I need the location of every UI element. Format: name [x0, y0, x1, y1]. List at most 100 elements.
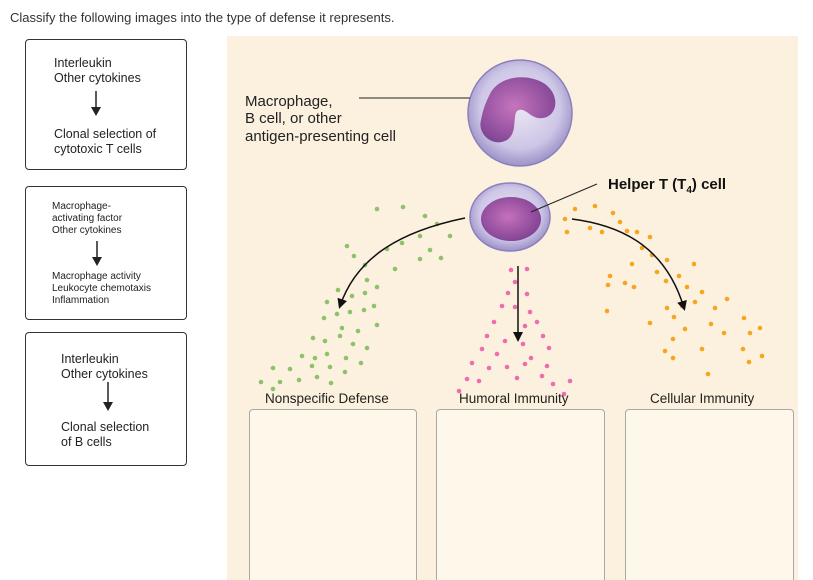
- cytokine-dot: [399, 240, 405, 246]
- cytokine-dot: [663, 278, 669, 284]
- card-line: Macrophage-: [52, 201, 111, 212]
- cytokine-dot: [484, 333, 490, 339]
- cytokine-dot: [417, 256, 423, 262]
- cytokine-dot: [361, 307, 367, 313]
- cytokine-dot: [610, 210, 616, 216]
- cytokine-dot: [692, 299, 698, 305]
- dropzone-cellular-immunity[interactable]: [625, 409, 794, 580]
- cytokine-dot: [567, 378, 573, 384]
- cytokine-dot: [546, 345, 552, 351]
- cytokine-dot: [350, 341, 356, 347]
- cytokine-dot: [508, 267, 514, 273]
- cytokine-dot: [634, 229, 640, 235]
- instruction-text: Classify the following images into the t…: [10, 10, 395, 25]
- dropzone-humoral-immunity[interactable]: [436, 409, 605, 580]
- apc-cell-image: [467, 59, 573, 167]
- cytokine-dot: [684, 284, 690, 290]
- cytokine-dot: [479, 346, 485, 352]
- cytokine-dot: [564, 229, 570, 235]
- diagram-stage: Macrophage, B cell, or other antigen-pre…: [227, 36, 798, 580]
- arrow-down-icon: [91, 91, 101, 116]
- draggable-card-b-cells[interactable]: Interleukin Other cytokines Clonal selec…: [25, 332, 187, 466]
- cytokine-dot: [364, 277, 370, 283]
- cytokine-dot: [654, 269, 660, 275]
- cytokine-dot: [392, 266, 398, 272]
- cytokine-dot: [724, 296, 730, 302]
- cytokine-dot: [514, 375, 520, 381]
- cytokine-dot: [502, 338, 508, 344]
- helper-leader-line: [530, 183, 598, 213]
- cytokine-dot: [527, 309, 533, 315]
- cytokine-dot: [349, 293, 355, 299]
- cytokine-dot: [539, 373, 545, 379]
- cytokine-dot: [296, 377, 302, 383]
- cytokine-dot: [347, 309, 353, 315]
- cytokine-dot: [524, 291, 530, 297]
- dropzone-nonspecific-defense[interactable]: [249, 409, 417, 580]
- cytokine-dot: [321, 315, 327, 321]
- card-line: Inflammation: [52, 295, 110, 307]
- cytokine-dot: [587, 225, 593, 231]
- helper-t-cell-image: [469, 182, 551, 252]
- cytokine-dot: [344, 243, 350, 249]
- cytokine-dot: [647, 234, 653, 240]
- apc-label-line: antigen-presenting cell: [245, 128, 396, 145]
- cytokine-dot: [699, 289, 705, 295]
- cytokine-dot: [671, 314, 677, 320]
- cytokine-dot: [355, 328, 361, 334]
- cytokine-dot: [617, 219, 623, 225]
- cytokine-dot: [670, 336, 676, 342]
- cytokine-dot: [299, 353, 305, 359]
- cytokine-dot: [757, 325, 763, 331]
- helper-t-label-main: Helper T (T: [608, 176, 686, 193]
- cytokine-dot: [528, 355, 534, 361]
- cytokine-dot: [721, 330, 727, 336]
- cytokine-dot: [629, 261, 635, 267]
- cytokine-dot: [322, 338, 328, 344]
- cytokine-dot: [605, 282, 611, 288]
- draggable-card-cytotoxic-t[interactable]: Interleukin Other cytokines Clonal selec…: [25, 39, 187, 170]
- cytokine-dot: [371, 303, 377, 309]
- cytokine-dot: [522, 323, 528, 329]
- cytokine-dot: [524, 266, 530, 272]
- cytokine-dot: [312, 355, 318, 361]
- cytokine-dot: [572, 206, 578, 212]
- cytokine-dot: [662, 348, 668, 354]
- draggable-card-macrophage[interactable]: Macrophage- activating factor Other cyto…: [25, 186, 187, 320]
- orange-cytokine-dots: [562, 203, 765, 377]
- helper-t-label-sub: 4: [686, 185, 692, 196]
- card-line: of B cells: [61, 435, 112, 449]
- card-line: Clonal selection of: [54, 127, 157, 141]
- card-line: Other cytokines: [54, 71, 141, 85]
- cytokine-dot: [438, 255, 444, 261]
- cytokine-dot: [400, 204, 406, 210]
- cytokine-dot: [476, 378, 482, 384]
- cytokine-dot: [343, 355, 349, 361]
- cytokine-dot: [427, 247, 433, 253]
- cytokine-dot: [270, 365, 276, 371]
- cytokine-dot: [456, 388, 462, 394]
- cytokine-dot: [522, 361, 528, 367]
- cytokine-dot: [550, 381, 556, 387]
- card-line: Interleukin: [61, 352, 119, 366]
- cytokine-dot: [328, 380, 334, 386]
- pink-cytokine-dots: [456, 266, 573, 397]
- arrow-down-icon: [103, 382, 113, 411]
- card-line: Leukocyte chemotaxis: [52, 283, 151, 295]
- cytokine-dot: [499, 303, 505, 309]
- cytokine-dot: [287, 366, 293, 372]
- cytokine-dot: [599, 229, 605, 235]
- card-line: cytotoxic T cells: [54, 142, 142, 156]
- card-line: Interleukin: [54, 56, 112, 70]
- card-line: Macrophage activity: [52, 271, 141, 282]
- card-line: activating factor: [52, 213, 123, 225]
- cytokine-dot: [624, 228, 630, 234]
- cytokine-dot: [604, 308, 610, 314]
- cytokine-dot: [699, 346, 705, 352]
- cytokine-dot: [670, 355, 676, 361]
- cytokine-dot: [647, 320, 653, 326]
- cytokine-dot: [270, 386, 276, 392]
- cytokine-dot: [464, 376, 470, 382]
- cytokine-dot: [309, 363, 315, 369]
- arrow-down-icon: [92, 241, 102, 266]
